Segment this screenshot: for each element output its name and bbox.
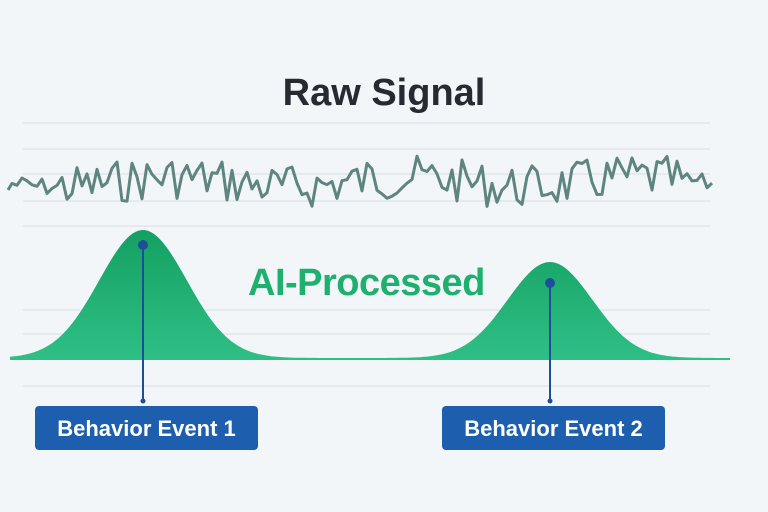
event-2-peak-marker xyxy=(545,278,555,288)
behavior-event-2-label: Behavior Event 2 xyxy=(442,406,665,450)
raw-signal-line xyxy=(6,154,714,208)
event-1-connector-end xyxy=(140,398,146,404)
ai-processed-label: AI-Processed xyxy=(248,262,485,304)
event-1-peak-marker xyxy=(138,240,148,250)
raw-signal-title: Raw Signal xyxy=(282,72,486,114)
event-2-connector-end xyxy=(547,398,553,404)
behavior-event-1-label: Behavior Event 1 xyxy=(35,406,258,450)
